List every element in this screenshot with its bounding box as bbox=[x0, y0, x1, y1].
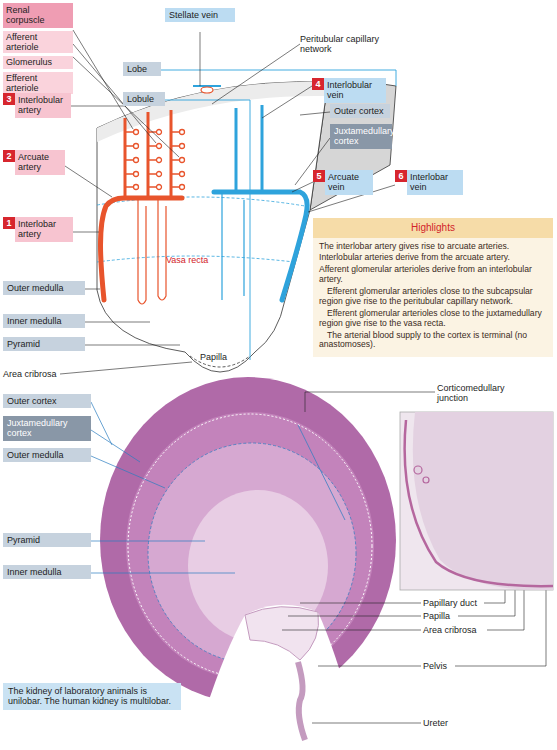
structure-label: Pelvis bbox=[423, 661, 463, 671]
cortex-top-surface bbox=[97, 82, 328, 142]
highlights-box: HighlightsThe interlobar artery gives ri… bbox=[313, 218, 553, 357]
region-label-box: Pyramid bbox=[3, 533, 91, 547]
region-label-box: Inner medulla bbox=[3, 314, 85, 328]
callout-number: 4 bbox=[312, 78, 324, 90]
region-label-box: Lobule bbox=[123, 92, 165, 106]
stellate-vein-loop bbox=[201, 87, 213, 93]
region-label: Lobule bbox=[127, 94, 161, 104]
highlight-text: Efferent glomerular arterioles close to … bbox=[313, 286, 553, 308]
highlight-text: Afferent glomerular arterioles derive fr… bbox=[313, 264, 553, 286]
region-leader-lines bbox=[91, 402, 235, 573]
region-label: Inner medulla bbox=[7, 567, 87, 577]
inset-papilla-tissue bbox=[413, 412, 553, 590]
structure-label: Papilla bbox=[423, 611, 463, 621]
highlight-text: Interlobular arteries derive from the ar… bbox=[313, 252, 553, 264]
note-box: The kidney of laboratory animals is unil… bbox=[3, 683, 181, 710]
interlobular-arteries bbox=[125, 110, 171, 198]
region-label: Juxtamedullary cortex bbox=[7, 418, 87, 439]
region-label-box: Outer medulla bbox=[3, 281, 85, 295]
ureter bbox=[298, 662, 305, 740]
arcuate-interlobar-vein bbox=[214, 192, 307, 300]
juxtamedullary-tissue bbox=[126, 412, 374, 680]
interlobar-arcuate-artery bbox=[101, 198, 183, 300]
callout-number: 5 bbox=[313, 170, 325, 182]
structure-label: Peritubular capillary network bbox=[300, 34, 385, 55]
vessel-label: Interlobar artery bbox=[15, 217, 73, 242]
vessel-label: Vasa recta bbox=[166, 255, 226, 265]
highlight-text: Efferent glomerular arterioles close to … bbox=[313, 308, 553, 330]
region-label-box: Outer cortex bbox=[330, 104, 390, 118]
region-label: Pyramid bbox=[7, 339, 81, 349]
callout-number: 1 bbox=[3, 217, 15, 229]
region-label: Outer cortex bbox=[334, 106, 386, 116]
region-label: Outer cortex bbox=[7, 396, 87, 406]
structure-label: Area cribrosa bbox=[3, 369, 73, 379]
vein-label-box: 6Interlobar vein bbox=[395, 170, 463, 195]
region-label: Pyramid bbox=[7, 535, 87, 545]
artery-label-box: 1Interlobar artery bbox=[3, 217, 73, 242]
region-label-box: Juxtamedullary cortex bbox=[3, 416, 91, 441]
vessel-label: Arcuate vein bbox=[325, 170, 373, 195]
box-heading: Highlights bbox=[313, 218, 553, 238]
region-label-box: Lobe bbox=[123, 62, 161, 76]
lobule-axis-line bbox=[298, 425, 345, 520]
region-label-box: Pyramid bbox=[3, 337, 85, 351]
vessel-label: Interlobular vein bbox=[324, 78, 386, 103]
callout-number: 3 bbox=[3, 93, 15, 105]
structure-label: Ureter bbox=[423, 718, 463, 728]
interlobular-veins bbox=[236, 105, 262, 192]
renal-corpuscle-box: Renal corpuscleAfferent arterioleGlomeru… bbox=[3, 3, 73, 94]
region-label: Juxtamedullary cortex bbox=[334, 126, 388, 147]
region-label-box: Outer medulla bbox=[3, 448, 91, 462]
group-heading: Renal corpuscle bbox=[3, 3, 73, 28]
vessel-label: Interlobar vein bbox=[407, 170, 463, 195]
papilla-inset bbox=[400, 412, 553, 590]
inset-frame bbox=[400, 412, 553, 590]
inset-vessel bbox=[423, 477, 429, 483]
callout-number: 6 bbox=[395, 170, 407, 182]
region-label: Outer medulla bbox=[7, 283, 81, 293]
artery-label-box: 2Arcuate artery bbox=[3, 150, 65, 175]
region-label: Outer medulla bbox=[7, 450, 87, 460]
structure-label: Corticomedullary junction bbox=[437, 383, 537, 404]
lobe-outline bbox=[97, 82, 328, 372]
region-label-box: Inner medulla bbox=[3, 565, 91, 579]
structure-label: Afferent arteriole bbox=[3, 31, 73, 54]
structure-label: Papilla bbox=[200, 352, 240, 362]
region-label-box: Outer cortex bbox=[3, 394, 91, 408]
arterial-vasa-recta bbox=[138, 198, 166, 304]
structure-label: Glomerulus bbox=[3, 56, 73, 68]
hilum-opening bbox=[205, 605, 352, 712]
structure-label: Efferent arteriole bbox=[3, 72, 73, 95]
vessel-label: Interlobular artery bbox=[15, 93, 71, 118]
inset-pelvic-lining bbox=[405, 420, 553, 586]
inset-vessel bbox=[414, 466, 422, 474]
region-label-box: Juxtamedullary cortex bbox=[330, 124, 392, 149]
callout-number: 2 bbox=[3, 150, 15, 162]
renal-pelvis bbox=[245, 607, 319, 660]
region-label: Stellate vein bbox=[169, 10, 231, 20]
venous-vasa-recta bbox=[222, 192, 244, 300]
highlight-text: The interlobar artery gives rise to arcu… bbox=[313, 241, 553, 253]
region-label: Lobe bbox=[127, 64, 157, 74]
artery-label-box: 3Interlobular artery bbox=[3, 93, 71, 118]
highlight-text: The arterial blood supply to the cortex … bbox=[313, 330, 553, 352]
vein-label-box: 4Interlobular vein bbox=[312, 78, 386, 103]
vein-label-box: Stellate vein bbox=[165, 8, 235, 22]
note-text: The kidney of laboratory animals is unil… bbox=[8, 686, 176, 707]
structure-label: Area cribrosa bbox=[423, 625, 493, 635]
vein-label-box: 5Arcuate vein bbox=[313, 170, 373, 195]
corticomedullary-junction-line bbox=[128, 414, 372, 678]
structure-label: Papillary duct bbox=[423, 598, 493, 608]
vessel-label: Arcuate artery bbox=[15, 150, 65, 175]
region-label: Inner medulla bbox=[7, 316, 81, 326]
